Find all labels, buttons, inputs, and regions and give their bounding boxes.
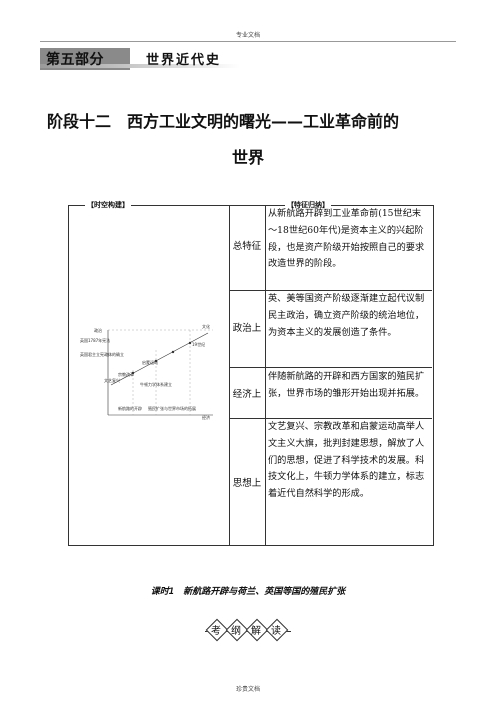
diagram-left-label-3: 文艺复兴 bbox=[104, 377, 120, 383]
header-watermark: 专业文档 bbox=[235, 32, 260, 39]
diagram-left-label-2: 英国君主立宪政体的确立 bbox=[80, 351, 124, 357]
row-label-general: 总特征 bbox=[232, 241, 262, 252]
row-text-economy: 伴随新航路的开辟和西方国家的殖民扩张，世界市场的雏形开始出现并拓展。 bbox=[268, 371, 425, 399]
diagram-top-right-label: 文化 bbox=[202, 323, 210, 329]
row-text-politics: 英、美等国资产阶级逐渐建立起代议制民主政治，确立资产阶级的统治地位，为资本主义的… bbox=[268, 293, 425, 338]
part-title: 世界近代史 bbox=[146, 53, 222, 68]
diagram-y-axis-label: 政治 bbox=[94, 327, 102, 333]
part-banner-underline bbox=[40, 64, 240, 68]
row-divider bbox=[229, 367, 432, 368]
diagram-right-label: 19世纪 bbox=[192, 341, 205, 347]
row-label-economy: 经济上 bbox=[232, 389, 262, 400]
diagram-mid-label-1: 宗教改革 bbox=[118, 371, 134, 377]
diagram-x-label-1: 新航路的开辟 bbox=[118, 405, 142, 411]
stage-title: 阶段十二 西方工业文明的曙光——工业革命前的 bbox=[47, 112, 400, 131]
row-text-general: 从新航路开辟到工业革命前(15世纪末～18世纪60年代)是资本主义的兴起阶段，也… bbox=[268, 208, 425, 270]
row-label-thought: 思想上 bbox=[232, 478, 262, 489]
row-divider bbox=[229, 290, 432, 291]
row-label-politics: 政治上 bbox=[232, 323, 262, 334]
header-divider bbox=[40, 41, 456, 42]
diagram-x-label-2: 殖民扩张与世界市场的拓展 bbox=[148, 405, 196, 411]
kaogang-char: 纲 bbox=[231, 626, 241, 637]
timeline-diagram: 政治 文化 英国1787年宪法 英国君主立宪政体的确立 文艺复兴 宗教改革 启蒙… bbox=[80, 323, 213, 420]
content-frame bbox=[68, 205, 434, 546]
row-text-thought: 文艺复兴、宗教改革和启蒙运动高举人文主义大旗，批判封建思想，解放了人们的思想，促… bbox=[268, 421, 425, 500]
diagram-mid-label-2: 启蒙运动 bbox=[142, 359, 158, 365]
lesson-title: 课时1 新航路开辟与荷兰、英国等国的殖民扩张 bbox=[150, 587, 346, 597]
label-column-divider bbox=[265, 205, 266, 546]
diagram-left-label-1: 英国1787年宪法 bbox=[80, 337, 110, 343]
column-divider bbox=[229, 205, 230, 546]
kaogang-char: 解 bbox=[251, 626, 261, 637]
diagram-x-axis-label: 经济 bbox=[202, 414, 210, 420]
part-label: 第五部分 bbox=[46, 52, 104, 68]
kaogang-char: 读 bbox=[271, 626, 281, 637]
timeline-header: 【时空构建】 bbox=[85, 200, 131, 210]
features-header: 【特征归纳】 bbox=[285, 200, 331, 210]
row-divider bbox=[229, 418, 432, 419]
kaogang-char: 考 bbox=[211, 626, 221, 637]
stage-title-continued: 世界 bbox=[231, 148, 264, 167]
diagram-mid-label-3: 牛顿力学体系建立 bbox=[140, 381, 172, 387]
footer-watermark: 珍贵文档 bbox=[235, 686, 260, 693]
